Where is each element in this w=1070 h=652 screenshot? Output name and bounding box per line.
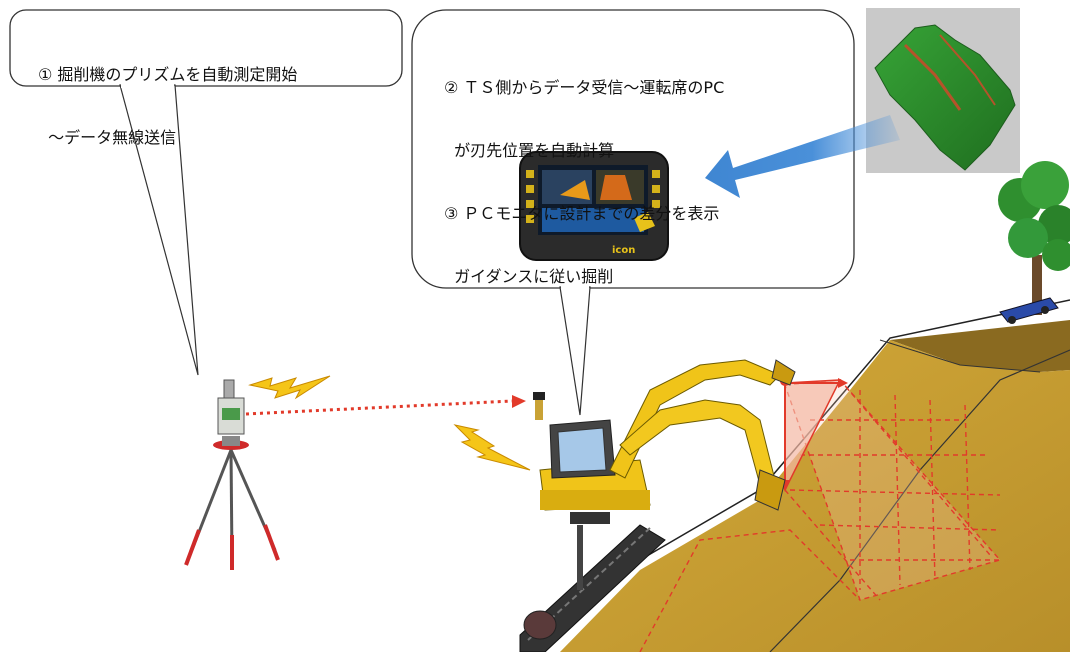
total-station-icon [184,379,280,570]
terrain-model-icon [866,8,1020,173]
excavator-icon [519,359,796,652]
callout-center-line: が刃先位置を自動計算 [444,141,615,160]
design-surface-grid [639,379,1002,652]
callout-center-line: ② ＴＳ側からデータ受信～運転席のPC [444,78,725,97]
tree-icon [998,161,1070,315]
callout-center-text: ② ＴＳ側からデータ受信～運転席のPC が刃先位置を自動計算 ③ ＰＣモニタに設… [444,35,724,308]
signal-line [245,395,526,416]
callout-left-text: ① 掘削機のプリズムを自動測定開始 ～データ無線送信 [38,22,297,169]
callout-center-line: ガイダンスに従い掘削 [444,267,614,286]
truck-icon [999,297,1059,324]
callout-left-line: ～データ無線送信 [38,128,177,147]
lightning-icon [453,424,531,471]
slope-terrain [539,299,1070,652]
data-flow-arrow [705,115,900,198]
monitor-brand-text: icon [612,245,635,256]
excavator-tracks [519,524,666,652]
callout-left [9,9,403,376]
callout-center-line: ③ ＰＣモニタに設計までの差分を表示 [444,204,720,223]
callout-left-line: ① 掘削機のプリズムを自動測定開始 [38,65,298,84]
lightning-icon [248,375,331,400]
tablet-monitor-icon: icon [519,151,669,261]
